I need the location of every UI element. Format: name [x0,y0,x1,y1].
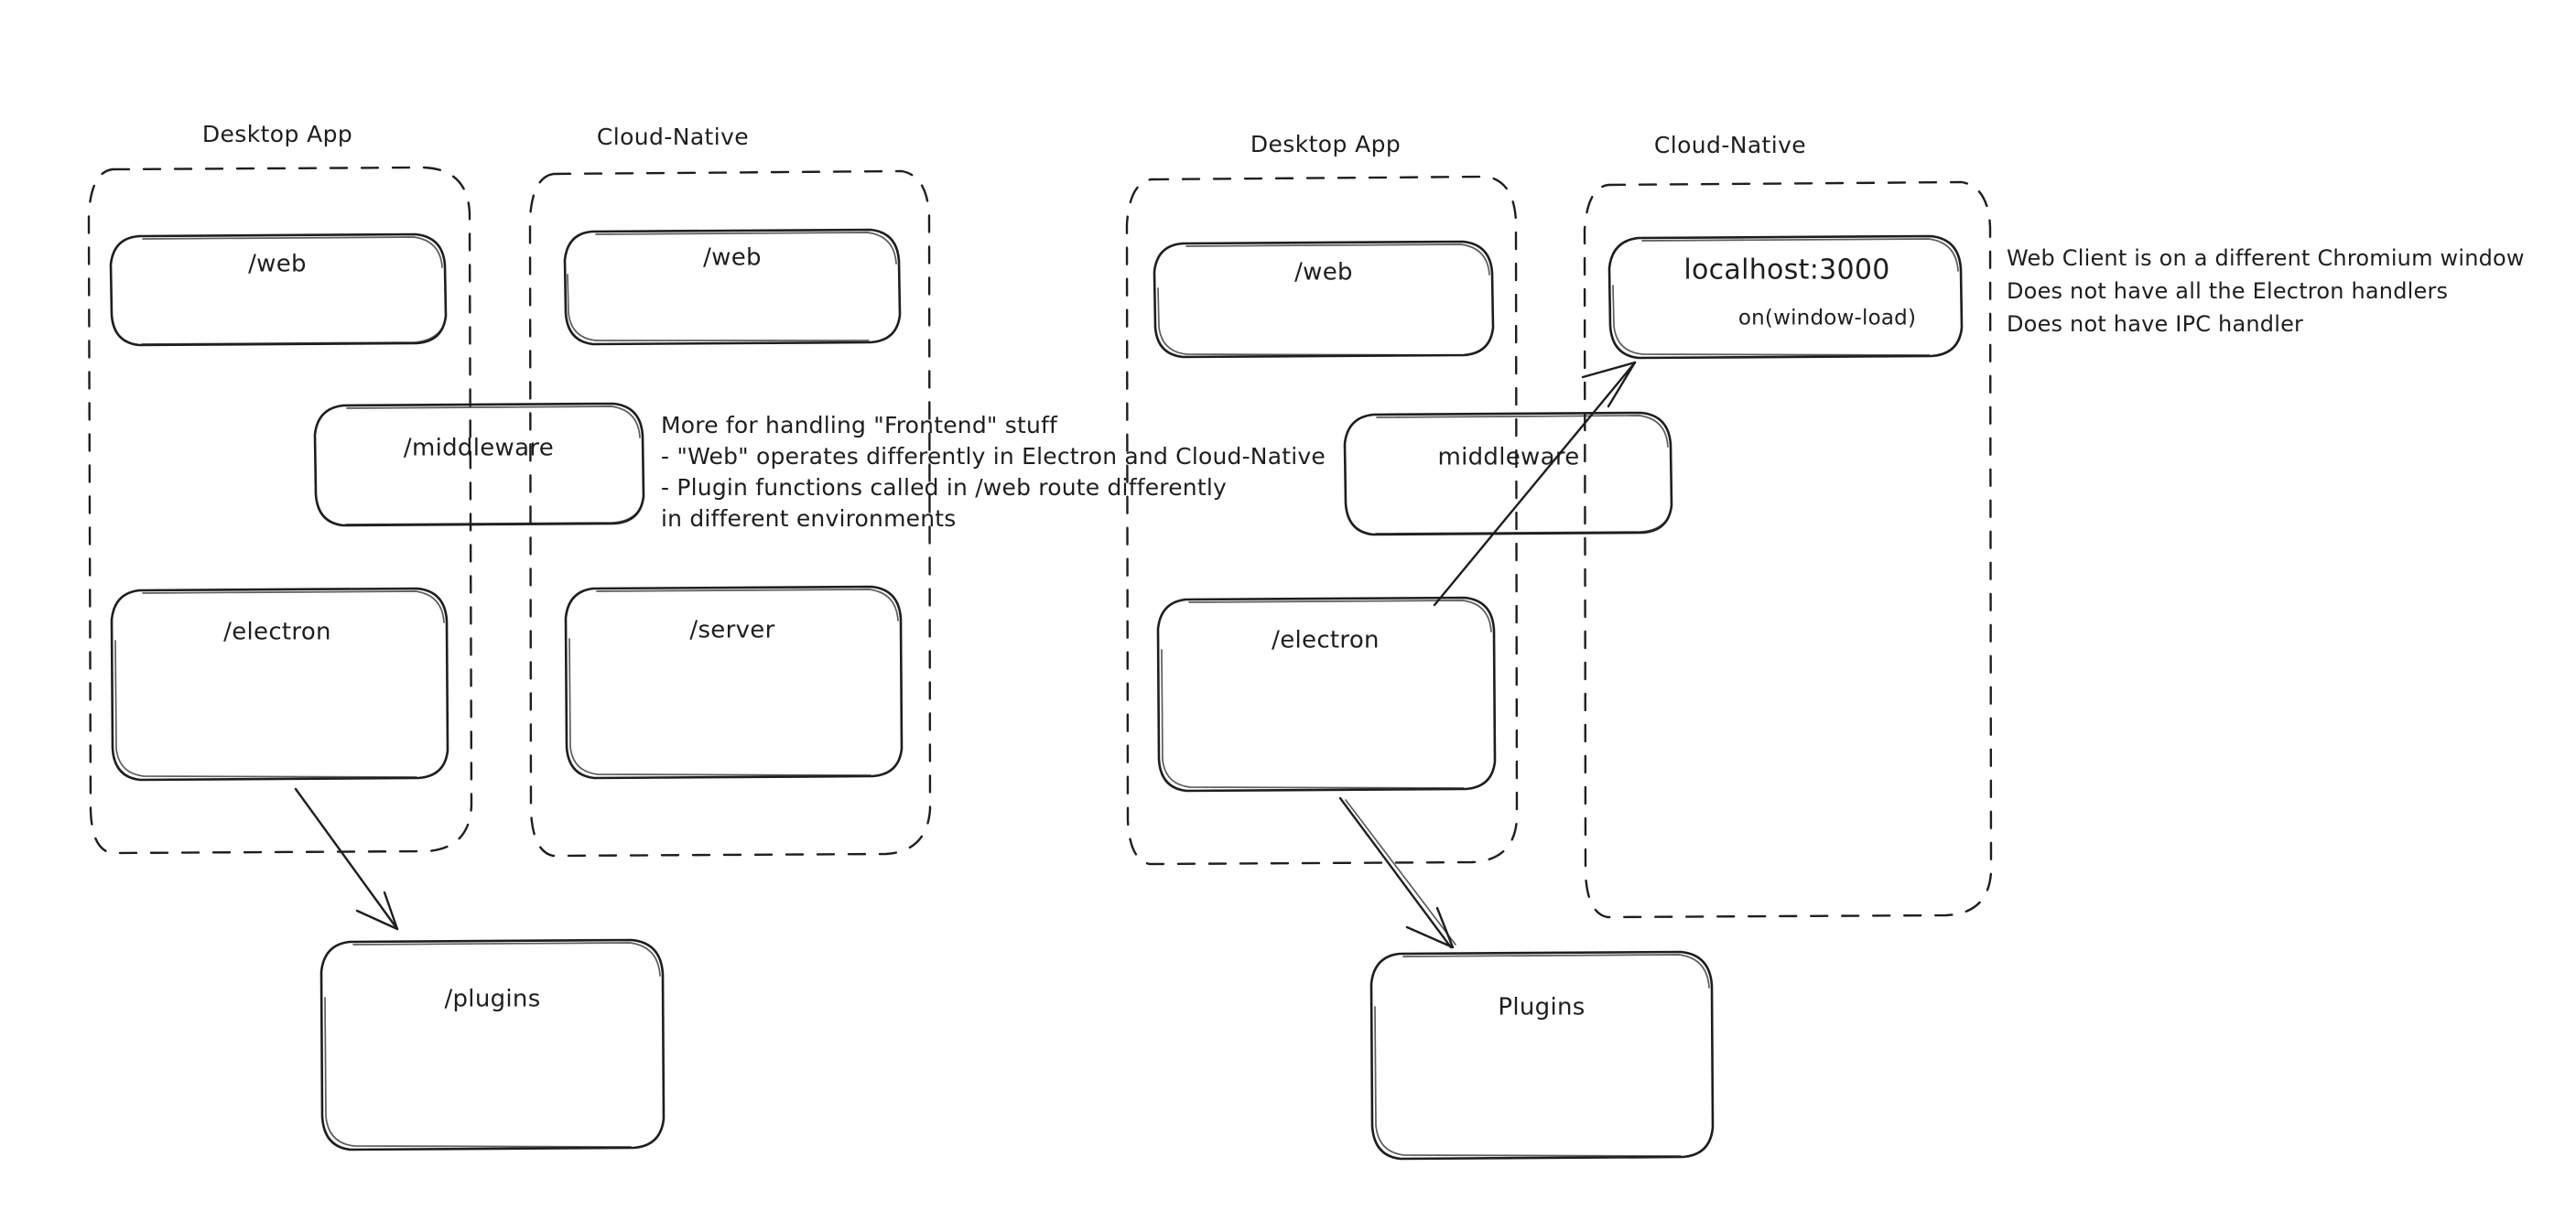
node-right-electron[interactable]: /electron [1156,596,1497,793]
node-right-middleware-outline-sketch [1375,415,1672,535]
node-right-localhost-outline-sketch [1612,238,1959,356]
node-left-middleware[interactable]: /middleware [313,402,645,527]
group-right-cloud-native[interactable]: Cloud-Native [1583,132,1993,919]
node-left-desktop-web-outline-sketch [141,236,447,345]
group-right-desktop-app[interactable]: Desktop App [1125,131,1519,866]
group-left-desktop-app[interactable]: Desktop App [87,121,473,855]
arrow-right-electron-to-plugins [1338,796,1456,949]
node-left-plugins[interactable]: /plugins [319,938,666,1151]
group-left-desktop-app-label: Desktop App [202,121,352,147]
annotation-red-line-2: Does not have all the Electron handlers [2007,278,2448,304]
group-left-desktop-app-outline [87,166,473,855]
node-left-cloud-web-label: /web [703,244,762,272]
node-right-plugins-outline-sketch [1374,954,1710,1157]
node-right-plugins-label: Plugins [1498,994,1585,1021]
node-right-desktop-web[interactable]: /web [1153,240,1495,359]
group-right-desktop-app-label: Desktop App [1250,131,1401,157]
node-left-middleware-outline [313,402,645,527]
group-left-cloud-native-label: Cloud-Native [597,124,749,150]
node-left-electron-outline [110,587,449,782]
node-left-middleware-label: /middleware [404,435,554,462]
node-left-electron-outline-sketch [114,590,445,778]
arrow-left-electron-to-plugins [294,787,399,931]
node-right-electron-label: /electron [1272,627,1380,654]
node-left-plugins-outline-sketch [324,942,661,1148]
arrow-left-electron-to-plugins-shaft [294,787,399,931]
node-left-desktop-web-label: /web [248,251,307,278]
node-left-middleware-outline-sketch [345,405,644,525]
node-left-cloud-web[interactable]: /web [563,228,902,346]
group-left-cloud-native[interactable]: Cloud-Native [528,124,932,858]
node-right-localhost-outline [1607,234,1964,360]
node-right-plugins[interactable]: Plugins [1369,950,1715,1161]
group-right-cloud-native-label: Cloud-Native [1654,132,1806,158]
arrow-right-electron-to-plugins-head [1405,906,1455,949]
arrow-left-electron-to-plugins-head [355,891,399,931]
node-right-middleware-label: middleware [1437,444,1579,471]
annotation-red: Web Client is on a different Chromium wi… [2007,245,2525,337]
arrow-right-electron-to-localhost-head [1581,361,1637,408]
node-left-server[interactable]: /server [564,585,904,780]
node-right-middleware-outline [1343,411,1673,536]
node-left-cloud-web-outline-sketch [567,232,897,341]
node-left-server-outline [564,585,904,780]
node-left-server-label: /server [689,617,774,644]
node-left-server-outline-sketch [568,589,899,776]
annotation-red-line-3: Does not have IPC handler [2007,311,2303,337]
node-left-cloud-web-outline [563,228,902,346]
arrow-right-electron-to-localhost [1433,361,1637,607]
node-right-desktop-web-outline [1153,240,1495,359]
annotation-green: More for handling "Frontend" stuff - "We… [661,412,1326,532]
node-left-desktop-web[interactable]: /web [109,232,448,347]
node-right-desktop-web-label: /web [1294,259,1353,286]
node-right-localhost[interactable]: localhost:3000 on(window-load) [1607,234,1964,360]
group-left-cloud-native-outline [528,169,932,858]
annotation-green-line-3: - Plugin functions called in /web route … [661,474,1227,501]
annotation-green-line-4: in different environments [661,505,956,532]
node-right-localhost-sublabel: on(window-load) [1738,307,1916,330]
arrow-right-electron-to-plugins-shaft [1338,796,1453,949]
node-left-plugins-label: /plugins [444,986,540,1013]
node-right-desktop-web-outline-sketch [1157,243,1490,356]
group-right-cloud-native-outline [1583,180,1993,919]
node-right-middleware[interactable]: middleware [1343,411,1673,536]
node-left-desktop-web-outline [109,232,448,347]
node-left-plugins-outline [319,938,666,1151]
node-left-electron[interactable]: /electron [110,587,449,782]
annotation-green-line-2: - "Web" operates differently in Electron… [661,443,1326,470]
annotation-green-line-1: More for handling "Frontend" stuff [661,412,1058,438]
node-right-localhost-label: localhost:3000 [1683,254,1889,286]
node-right-electron-outline-sketch [1161,600,1492,789]
node-right-plugins-outline [1369,950,1715,1161]
arrow-right-electron-to-plugins-shaft-sketch [1345,799,1456,946]
node-right-electron-outline [1156,596,1497,793]
node-left-electron-label: /electron [223,619,331,646]
annotation-red-line-1: Web Client is on a different Chromium wi… [2007,245,2525,271]
arrow-right-electron-to-localhost-shaft [1433,361,1637,607]
group-right-desktop-app-outline [1125,175,1519,866]
